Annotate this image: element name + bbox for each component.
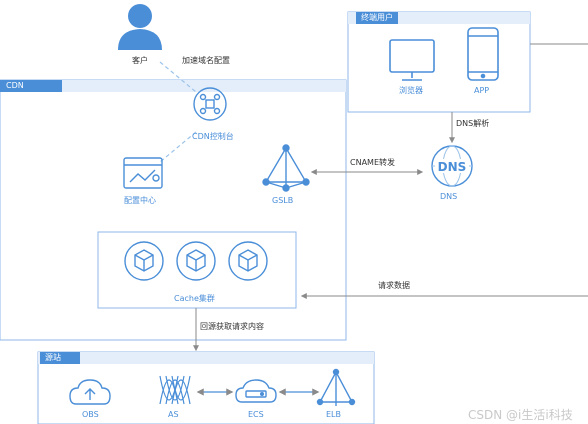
origin-tag: 源站 — [40, 352, 80, 364]
as-label: AS — [168, 410, 179, 419]
gslb-icon — [262, 144, 310, 192]
cdn-header-bar — [0, 80, 346, 92]
customer-icon — [118, 4, 162, 50]
dns-label: DNS — [440, 192, 458, 201]
as-icon — [159, 375, 191, 405]
terminal-users-tag: 终端用户 — [356, 12, 398, 24]
cache-node-icon — [176, 241, 216, 281]
cache-node-icon — [228, 241, 268, 281]
cache-cluster-label: Cache集群 — [174, 294, 215, 303]
cdn-console-label: CDN控制台 — [192, 132, 234, 141]
config-center-label: 配置中心 — [124, 196, 156, 205]
ecs-icon — [235, 379, 277, 403]
browser-icon — [389, 39, 435, 81]
browser-label: 浏览器 — [399, 86, 423, 95]
watermark-text: CSDN @i生活i科技 — [468, 408, 573, 422]
cdn-box — [0, 79, 347, 341]
app-label: APP — [474, 86, 490, 95]
cname-forward-label: CNAME转发 — [350, 158, 395, 167]
request-data-label: 请求数据 — [378, 281, 410, 290]
cdn-tag: CDN — [0, 80, 62, 92]
origin-header-bar — [38, 352, 374, 364]
customer-label: 客户 — [132, 56, 148, 65]
ecs-label: ECS — [248, 410, 264, 419]
customer-to-console-line — [159, 61, 197, 93]
app-icon — [467, 27, 499, 81]
console-to-config-line — [159, 131, 197, 163]
dns-icon: DNS — [431, 145, 473, 187]
cdn-console-icon — [193, 87, 227, 121]
accelerate-config-label: 加速域名配置 — [182, 56, 230, 65]
cache-node-icon — [124, 241, 164, 281]
config-center-icon — [123, 157, 163, 189]
back-to-origin-label: 回源获取请求内容 — [200, 322, 264, 331]
elb-label: ELB — [326, 410, 341, 419]
cache-cluster-box — [97, 231, 297, 309]
obs-icon — [69, 379, 111, 405]
dns-resolve-label: DNS解析 — [456, 119, 490, 128]
gslb-label: GSLB — [272, 196, 294, 205]
elb-icon — [316, 368, 356, 406]
dns-icon-text: DNS — [438, 160, 467, 174]
terminal-users-box — [347, 11, 531, 113]
obs-label: OBS — [82, 410, 99, 419]
